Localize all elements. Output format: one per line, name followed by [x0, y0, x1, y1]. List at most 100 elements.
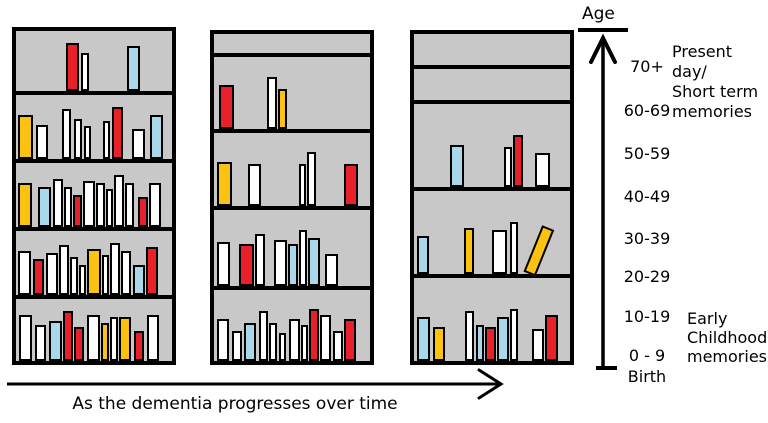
shelf: [414, 69, 570, 100]
book-white: [53, 179, 63, 227]
book-white: [121, 251, 131, 295]
book-white: [132, 129, 145, 159]
book-white: [62, 109, 71, 159]
shelf-divider: [414, 187, 570, 191]
book-yellow: [87, 249, 101, 295]
book-white: [102, 255, 109, 295]
book-white: [19, 315, 32, 361]
book-white: [110, 317, 118, 361]
book-white: [18, 251, 31, 295]
shelf: [16, 163, 172, 227]
shelf-divider: [214, 285, 370, 290]
book-red: [138, 197, 148, 227]
shelf-divider: [16, 159, 172, 163]
shelf: [214, 57, 370, 129]
book-white: [267, 76, 277, 129]
book-red: [74, 327, 84, 361]
shelf-divider: [414, 100, 570, 104]
shelf-divider: [16, 227, 172, 231]
book-yellow: [217, 162, 232, 207]
timeline-arrow-icon: [7, 368, 504, 400]
book-blue: [476, 325, 484, 361]
book-yellow: [523, 225, 555, 277]
book-white: [535, 153, 550, 187]
book-blue: [288, 243, 298, 286]
age-tick-label: 10-19: [623, 307, 671, 326]
shelf: [214, 34, 370, 53]
book-blue: [150, 115, 163, 159]
book-white: [70, 257, 78, 295]
book-white: [259, 311, 268, 362]
book-blue: [244, 323, 256, 362]
book-blue: [127, 46, 140, 91]
book-white: [279, 333, 286, 362]
book-white: [35, 325, 46, 361]
book-white: [59, 245, 69, 295]
book-white: [333, 331, 343, 362]
shelf: [214, 133, 370, 207]
book-white: [299, 164, 306, 207]
book-white: [114, 175, 124, 227]
book-red: [66, 43, 79, 91]
book-white: [125, 183, 134, 227]
book-blue: [417, 317, 430, 361]
book-white: [510, 222, 518, 274]
book-red: [73, 195, 82, 227]
bookcase-2: [210, 30, 374, 365]
book-yellow: [119, 317, 131, 361]
book-red: [344, 164, 358, 207]
book-white: [255, 233, 265, 286]
book-blue: [38, 187, 51, 227]
book-red: [309, 309, 319, 362]
book-white: [301, 325, 308, 362]
age-tick-label: Birth: [627, 367, 667, 386]
age-tick-label: 70+: [630, 57, 664, 76]
book-white: [87, 315, 100, 361]
book-white: [83, 181, 95, 227]
book-white: [84, 126, 91, 159]
book-red: [134, 331, 144, 361]
book-white: [465, 311, 474, 361]
book-blue: [450, 145, 464, 187]
book-white: [274, 239, 287, 286]
book-white: [504, 147, 512, 187]
early-childhood-note: Early Childhood memories: [687, 309, 768, 366]
book-white: [64, 187, 72, 227]
shelf: [16, 95, 172, 159]
book-blue: [417, 236, 429, 274]
age-axis-title: Age: [582, 4, 615, 24]
book-blue: [133, 265, 145, 295]
book-white: [289, 319, 300, 362]
book-red: [146, 247, 158, 295]
shelf-divider: [414, 65, 570, 69]
book-white: [510, 309, 518, 361]
shelf-divider: [214, 128, 370, 133]
timeline-label: As the dementia progresses over time: [72, 394, 398, 414]
book-white: [149, 183, 161, 227]
book-blue: [497, 317, 509, 361]
book-white: [299, 229, 307, 286]
book-white: [232, 331, 242, 362]
bookcase-1: [12, 27, 176, 365]
book-white: [307, 152, 316, 207]
age-axis-arrow-icon: [578, 28, 628, 370]
book-white: [248, 164, 261, 207]
book-yellow: [18, 183, 32, 227]
shelf: [414, 104, 570, 187]
book-red: [33, 259, 44, 295]
book-red: [485, 327, 496, 361]
book-blue: [49, 321, 62, 361]
book-white: [74, 119, 82, 159]
present-day-note: Present day/ Short term memories: [672, 42, 759, 121]
shelf-divider: [16, 295, 172, 299]
book-white: [103, 121, 110, 159]
age-tick-label: 50-59: [623, 144, 671, 163]
book-yellow: [18, 115, 33, 159]
book-yellow: [464, 228, 474, 274]
book-white: [106, 189, 113, 227]
book-red: [344, 319, 356, 362]
shelf: [16, 231, 172, 295]
book-white: [36, 125, 48, 159]
shelf: [16, 31, 172, 91]
book-white: [325, 253, 338, 286]
